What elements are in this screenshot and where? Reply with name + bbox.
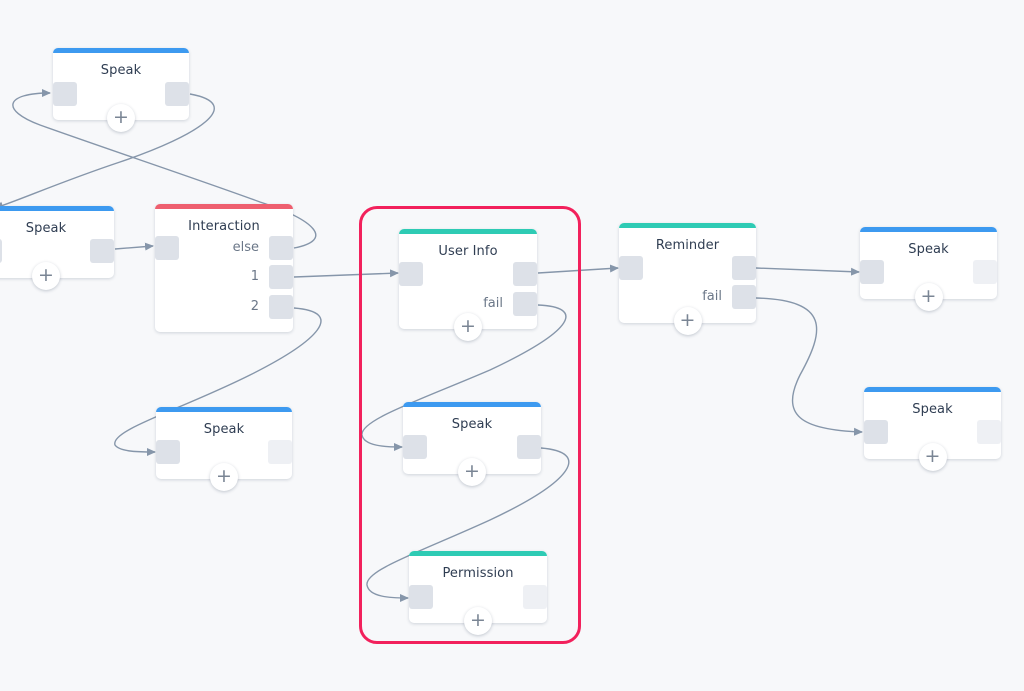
output-port-fail[interactable] xyxy=(513,292,537,316)
input-port[interactable] xyxy=(864,420,888,444)
output-port[interactable] xyxy=(977,420,1001,444)
speak-node[interactable]: Speak + xyxy=(0,206,114,290)
add-icon[interactable]: + xyxy=(210,463,238,491)
input-port[interactable] xyxy=(860,260,884,284)
add-icon[interactable]: + xyxy=(458,458,486,486)
speak-node[interactable]: Speak + xyxy=(403,402,541,486)
output-port[interactable] xyxy=(165,82,189,106)
speak-node[interactable]: Speak + xyxy=(864,387,1001,471)
connector-user-info-to-reminder xyxy=(537,264,619,274)
node-type-bar xyxy=(860,227,997,232)
input-port[interactable] xyxy=(409,585,433,609)
connector-reminder-to-speak-right-top xyxy=(755,267,860,276)
output-port[interactable] xyxy=(90,239,114,263)
input-port[interactable] xyxy=(0,239,2,263)
output-port-1[interactable] xyxy=(269,265,293,289)
node-title: Speak xyxy=(912,402,953,417)
node-title: Speak xyxy=(451,417,493,432)
add-icon[interactable]: + xyxy=(464,607,492,635)
input-port[interactable] xyxy=(403,435,427,459)
node-type-bar xyxy=(156,407,292,412)
connector-interaction-1-to-user-info xyxy=(293,269,399,278)
speak-node[interactable]: Speak + xyxy=(156,407,292,491)
connector-reminder-fail-to-speak-right-bottom xyxy=(755,297,863,436)
output-port[interactable] xyxy=(268,440,292,464)
node-type-bar xyxy=(0,206,114,211)
speak-node[interactable]: Speak + xyxy=(53,48,189,132)
input-port[interactable] xyxy=(53,82,77,106)
node-type-bar xyxy=(155,204,293,209)
node-title: Interaction xyxy=(188,219,260,234)
output-port[interactable] xyxy=(732,256,756,280)
add-icon[interactable]: + xyxy=(107,104,135,132)
port-label-1: 1 xyxy=(250,269,259,284)
node-title: Permission xyxy=(442,566,514,581)
connector-speak-left-to-interaction xyxy=(114,242,154,251)
port-label-else: else xyxy=(232,240,259,255)
input-port[interactable] xyxy=(619,256,643,280)
port-label-fail: fail xyxy=(483,296,503,311)
node-type-bar xyxy=(399,229,537,234)
node-title: Speak xyxy=(100,63,142,78)
add-icon[interactable]: + xyxy=(32,262,60,290)
node-type-bar xyxy=(619,223,756,228)
port-label-fail: fail xyxy=(702,289,722,304)
output-port[interactable] xyxy=(973,260,997,284)
input-port[interactable] xyxy=(155,236,179,260)
speak-node[interactable]: Speak + xyxy=(860,227,997,311)
node-title: Speak xyxy=(908,242,949,257)
output-port[interactable] xyxy=(517,435,541,459)
output-port[interactable] xyxy=(513,262,537,286)
node-type-bar xyxy=(53,48,189,53)
interaction-node[interactable]: Interaction else 1 2 xyxy=(155,204,293,332)
output-port[interactable] xyxy=(523,585,547,609)
input-port[interactable] xyxy=(399,262,423,286)
output-port-2[interactable] xyxy=(269,295,293,319)
node-type-bar xyxy=(409,551,547,556)
port-label-2: 2 xyxy=(250,299,259,314)
add-icon[interactable]: + xyxy=(914,283,943,311)
output-port-fail[interactable] xyxy=(732,285,756,309)
output-port-else[interactable] xyxy=(269,236,293,260)
node-title: Speak xyxy=(25,221,67,236)
permission-node[interactable]: Permission + xyxy=(409,551,547,635)
node-title: Speak xyxy=(203,422,245,437)
node-title: Reminder xyxy=(655,238,720,253)
node-type-bar xyxy=(864,387,1001,392)
reminder-node[interactable]: Reminder fail + xyxy=(619,223,756,335)
node-type-bar xyxy=(403,402,541,407)
node-title: User Info xyxy=(438,244,498,259)
input-port[interactable] xyxy=(156,440,180,464)
add-icon[interactable]: + xyxy=(454,313,482,341)
add-icon[interactable]: + xyxy=(918,443,947,471)
add-icon[interactable]: + xyxy=(673,307,702,335)
user-info-node[interactable]: User Info fail + xyxy=(399,229,537,341)
